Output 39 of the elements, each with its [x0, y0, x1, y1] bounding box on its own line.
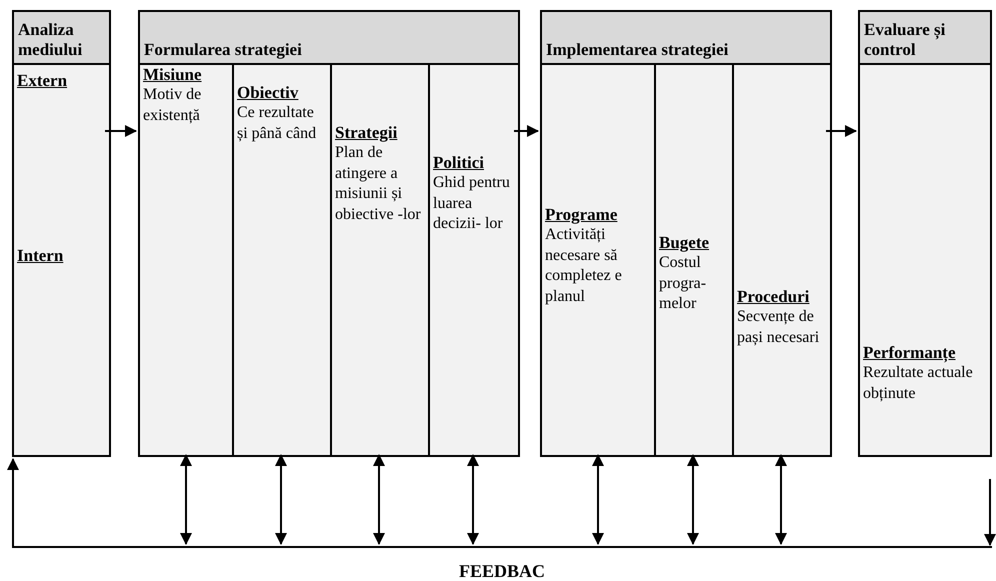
arrow	[687, 454, 699, 545]
arrow	[514, 125, 539, 137]
column-heading: Programe	[545, 205, 618, 225]
stage-panel	[540, 10, 832, 457]
column-text: Ce rezultate și până când	[237, 103, 318, 144]
stage-heading: Implementarea strategiei	[546, 40, 728, 60]
column-heading: Politici	[433, 153, 484, 173]
arrow	[984, 479, 996, 546]
arrow	[105, 125, 137, 137]
arrow	[467, 454, 479, 545]
column-heading: Proceduri	[737, 287, 810, 307]
arrow	[180, 454, 192, 545]
column-text: Secvențe de pași necesari	[737, 307, 820, 348]
stage-heading: Evaluare și control	[864, 20, 946, 60]
column-heading: Extern	[17, 71, 68, 91]
feedback-label: FEEDBAC	[459, 561, 545, 581]
column-text: Rezultate actuale obținute	[863, 363, 974, 404]
stage-heading: Analiza mediului	[18, 20, 84, 60]
column-heading: Bugete	[659, 233, 710, 253]
stage-panel	[858, 10, 992, 457]
arrow	[275, 454, 287, 545]
stage-panel	[12, 10, 111, 457]
column-heading: Intern	[17, 246, 64, 266]
column-heading: Strategii	[335, 123, 398, 143]
column-text: Plan de atingere a misiunii și obiective -lor	[335, 143, 422, 224]
arrow	[7, 458, 19, 546]
column-heading: Obiectiv	[237, 83, 298, 103]
arrow	[592, 454, 604, 545]
column-text: Costul progra- melor	[659, 253, 708, 314]
column-text: Motiv de existență	[143, 85, 202, 126]
arrow	[373, 454, 385, 545]
column-text: Ghid pentru luarea decizii- lor	[433, 173, 511, 234]
column-heading: Misiune	[143, 65, 202, 85]
column-text: Activități necesare să completez e planul	[545, 225, 623, 306]
arrow	[826, 125, 857, 137]
stage-panel	[138, 10, 520, 457]
column-heading: Performanțe	[863, 343, 956, 363]
stage-heading: Formularea strategiei	[144, 40, 302, 60]
arrow	[775, 454, 787, 545]
